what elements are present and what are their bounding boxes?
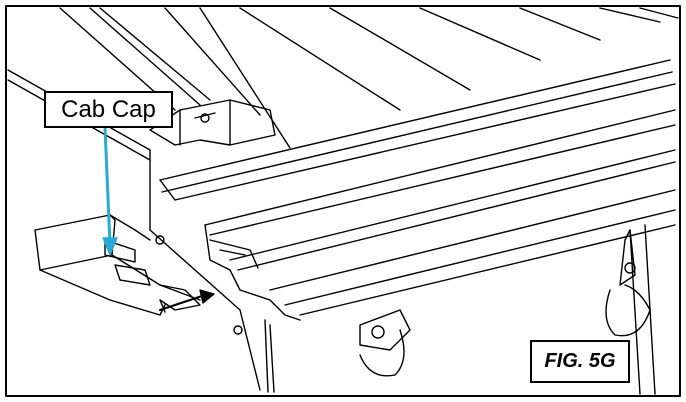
cab-roof-panels bbox=[7, 7, 679, 161]
cab-cap-pointer-arrow bbox=[102, 126, 118, 256]
insertion-arrow bbox=[159, 289, 215, 311]
hinge-tabs bbox=[359, 229, 651, 377]
rail-extrusion bbox=[159, 59, 676, 321]
cab-cap-part bbox=[34, 214, 201, 316]
figure-number-label: FIG. 5G bbox=[530, 340, 630, 383]
mounting-bracket bbox=[149, 99, 276, 146]
figure-frame bbox=[5, 5, 681, 397]
cab-cap-label: Cab Cap bbox=[44, 91, 173, 128]
